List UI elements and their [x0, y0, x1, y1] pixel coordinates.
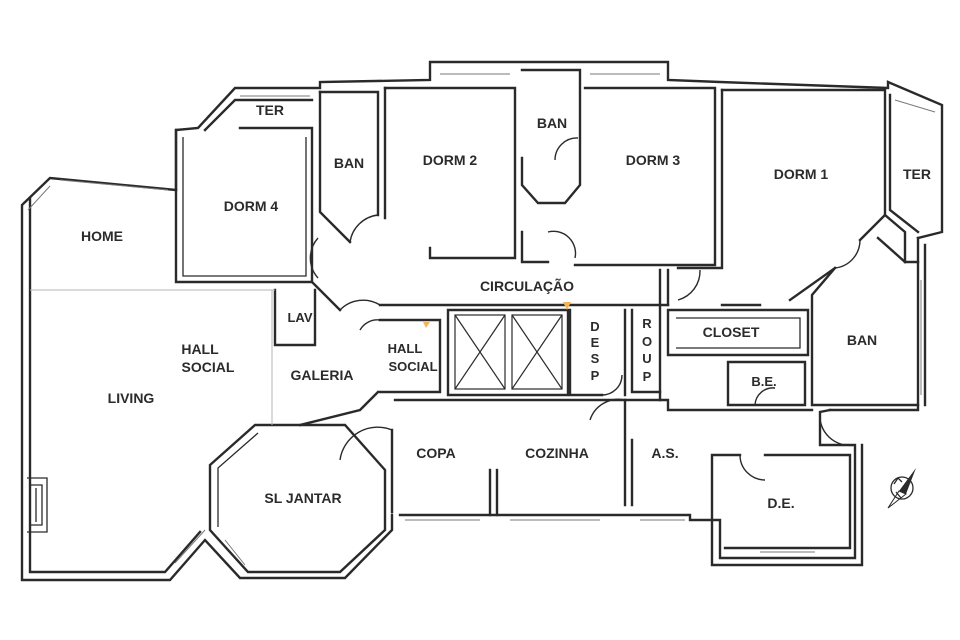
room-label-living: LIVING — [108, 390, 155, 406]
room-label-home: HOME — [81, 228, 123, 244]
room-label-hall-social-small-line-2: SOCIAL — [388, 359, 437, 374]
room-label-roup-o: O — [642, 334, 652, 349]
room-label-hall-social-line-2: SOCIAL — [182, 359, 235, 375]
room-label-desp-e: E — [591, 335, 600, 350]
room-label-closet: CLOSET — [703, 324, 760, 340]
room-label-roup-u: U — [642, 351, 651, 366]
room-label-sl-jantar: SL JANTAR — [264, 490, 341, 506]
room-label-dorm-4: DORM 4 — [224, 198, 279, 214]
room-label-be: B.E. — [751, 374, 776, 389]
windows — [27, 73, 936, 566]
room-label-circulacao: CIRCULAÇÃO — [480, 277, 574, 294]
watermark — [423, 302, 571, 328]
room-label-roup-p: P — [643, 369, 652, 384]
room-label-desp-s: S — [591, 351, 600, 366]
room-label-dorm-1: DORM 1 — [774, 166, 829, 182]
room-label-dorm-2: DORM 2 — [423, 152, 478, 168]
outer-walls — [20, 60, 944, 582]
room-label-as: A.S. — [651, 445, 678, 461]
elevator-core — [454, 314, 563, 390]
room-label-ban-2: BAN — [537, 115, 567, 131]
room-label-cozinha: COZINHA — [525, 445, 589, 461]
room-label-hall-social-line-1: HALL — [181, 341, 219, 357]
compass-north-arrow-icon — [887, 468, 916, 509]
room-label-de: D.E. — [767, 495, 794, 511]
room-label-ban-3: BAN — [847, 332, 877, 348]
room-label-dorm-3: DORM 3 — [626, 152, 681, 168]
room-label-desp-d: D — [590, 319, 599, 334]
room-label-ban-1: BAN — [334, 155, 364, 171]
room-label-copa: COPA — [416, 445, 455, 461]
doors — [309, 137, 861, 481]
room-label-lav: LAV — [287, 310, 312, 325]
room-label-ter-left: TER — [256, 102, 284, 118]
room-labels: TER BAN DORM 2 BAN DORM 3 DORM 1 TER HOM… — [81, 102, 931, 511]
elevator-shaft-2 — [511, 314, 563, 390]
elevator-shaft-1 — [454, 314, 506, 390]
room-label-hall-social-small-line-1: HALL — [388, 341, 423, 356]
room-label-roup-r: R — [642, 316, 652, 331]
interior-walls — [27, 68, 920, 574]
room-label-desp-p: P — [591, 368, 600, 383]
room-label-ter-right: TER — [903, 166, 931, 182]
room-label-galeria: GALERIA — [291, 367, 354, 383]
